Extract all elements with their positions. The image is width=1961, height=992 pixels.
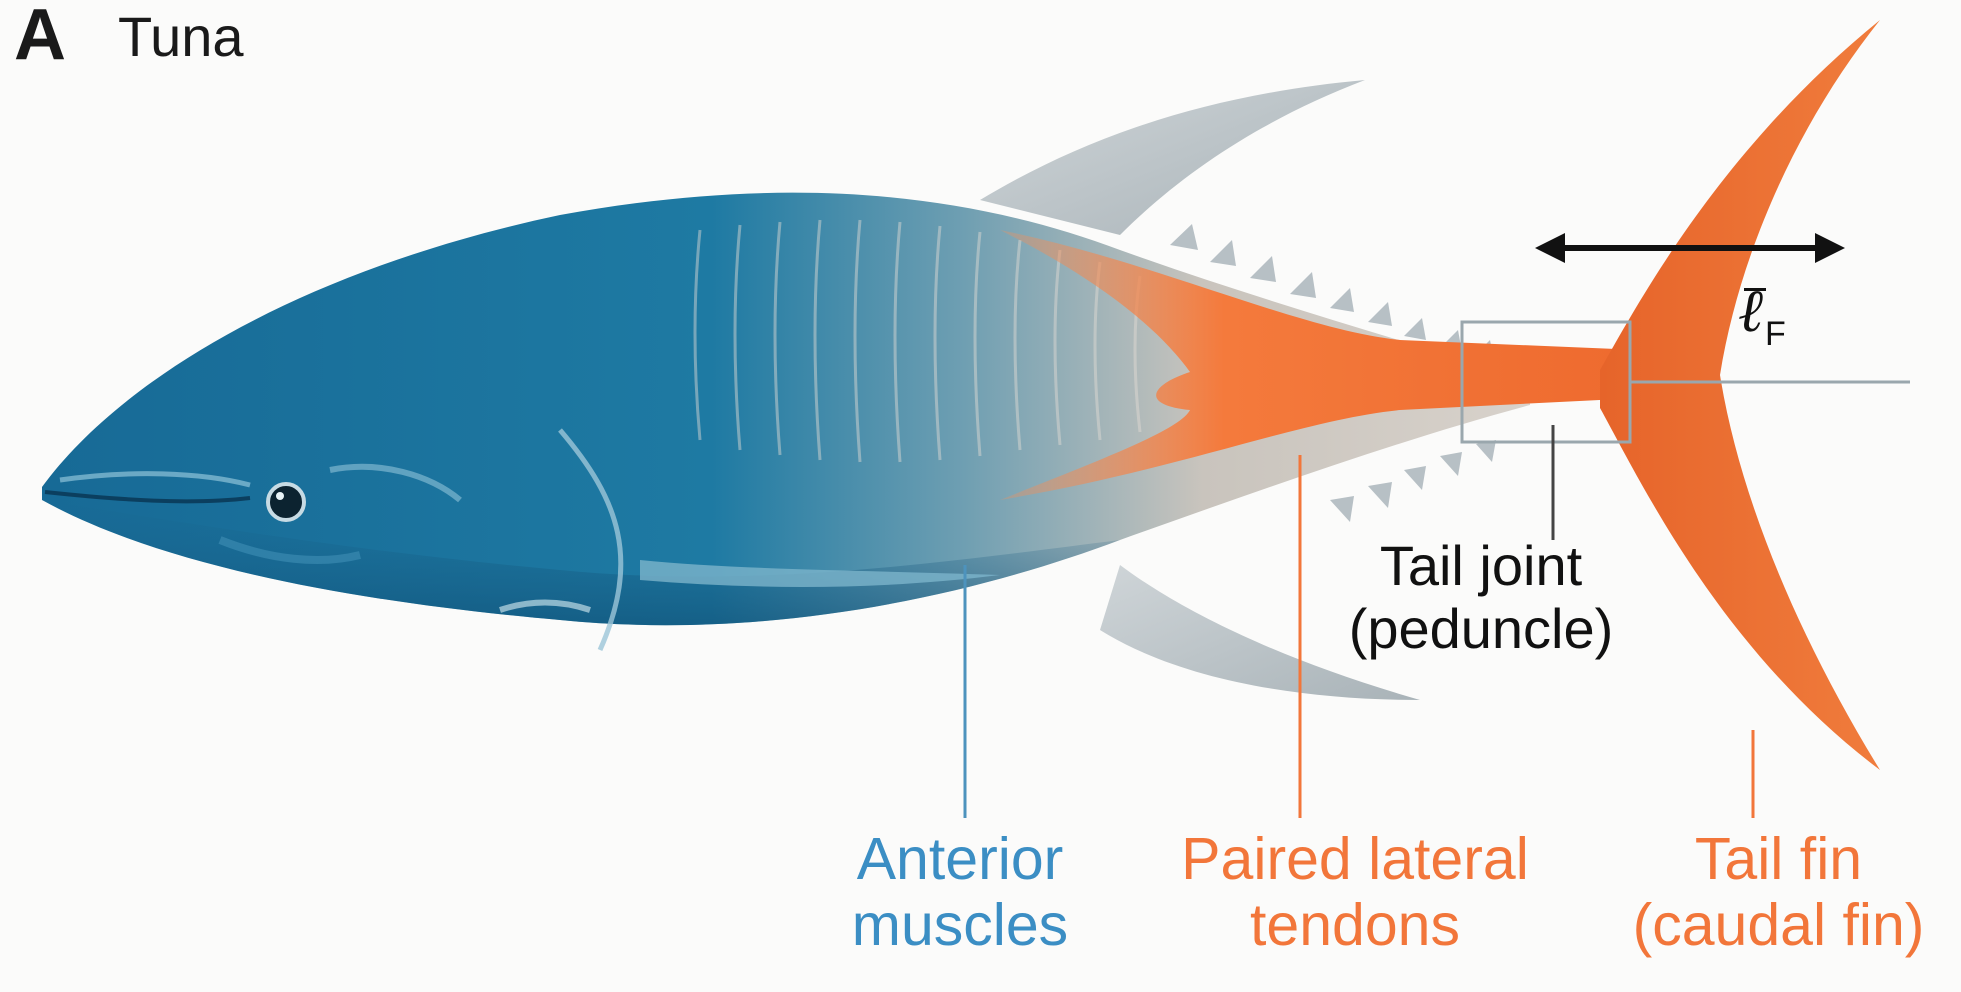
dorsal-fin [980, 80, 1365, 235]
paired-lateral-tendons-label: Paired lateral tendons [1130, 826, 1580, 958]
tail-fin-line2: (caudal fin) [1596, 892, 1961, 958]
tail-fin-label: Tail fin (caudal fin) [1596, 826, 1961, 958]
tendons-line1: Paired lateral [1130, 826, 1580, 892]
anterior-muscles-line1: Anterior [810, 826, 1110, 892]
tail-joint-line2: (peduncle) [1296, 598, 1666, 661]
fish-eye [268, 484, 304, 520]
tendons-line2: tendons [1130, 892, 1580, 958]
tail-fin-line1: Tail fin [1596, 826, 1961, 892]
anterior-muscles-line2: muscles [810, 892, 1110, 958]
tail-joint-label: Tail joint (peduncle) [1296, 535, 1666, 660]
panel-title: Tuna [118, 4, 244, 69]
tail-joint-line1: Tail joint [1296, 535, 1666, 598]
anterior-muscles-label: Anterior muscles [810, 826, 1110, 958]
fin-length-label: ℓF [1738, 278, 1786, 345]
panel-letter: A [14, 0, 66, 76]
fin-length-subscript: F [1765, 315, 1786, 353]
